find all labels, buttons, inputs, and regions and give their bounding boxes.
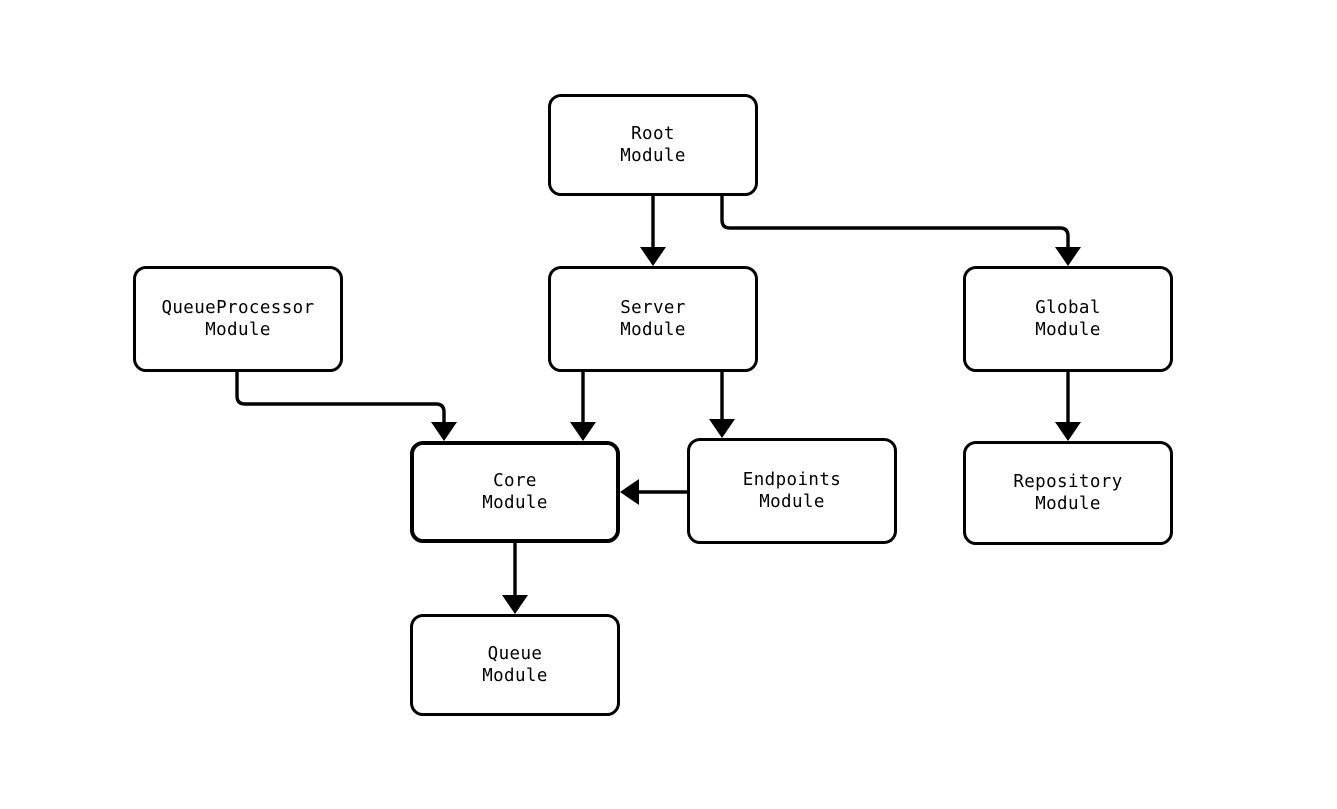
edge-arrowhead [1055, 247, 1081, 266]
edge-arrowhead [620, 479, 639, 505]
node-label-primary: Repository [1013, 472, 1123, 492]
edge-arrowhead [1055, 422, 1081, 441]
node-label-primary: Global [1035, 298, 1101, 318]
node-label-secondary: Module [482, 493, 548, 513]
edge-line [235, 372, 446, 433]
edge-arrowhead [502, 595, 528, 614]
node-label-primary: Endpoints [742, 470, 842, 490]
node-label-secondary: Module [620, 146, 686, 166]
edge-arrowhead [640, 247, 666, 266]
edge-global-to-repository [1055, 372, 1081, 441]
node-label-secondary: Module [1035, 320, 1101, 340]
node-label-secondary: Module [482, 666, 548, 686]
edge-arrowhead [431, 422, 457, 441]
edge-server-to-endpoints [709, 372, 735, 438]
node-label-secondary: Module [620, 320, 686, 340]
edge-queueprocessor-to-core [235, 372, 457, 441]
node-label-secondary: Module [759, 492, 825, 512]
node-label-secondary: Module [1035, 494, 1101, 514]
edge-core-to-queue [502, 543, 528, 614]
edge-arrowhead [570, 422, 596, 441]
node-label-primary: Server [620, 298, 686, 318]
node-label-primary: Core [493, 471, 537, 491]
edge-root-to-global [720, 196, 1081, 266]
node-label-secondary: Module [205, 320, 271, 340]
node-label-primary: QueueProcessor [161, 298, 315, 318]
node-label-primary: Queue [487, 644, 543, 664]
edge-root-to-server [640, 196, 666, 266]
edge-line [720, 196, 1070, 258]
node-label-primary: Root [631, 124, 675, 144]
edge-server-to-core [570, 372, 596, 441]
edge-endpoints-to-core [620, 479, 687, 505]
edge-arrowhead [709, 419, 735, 438]
